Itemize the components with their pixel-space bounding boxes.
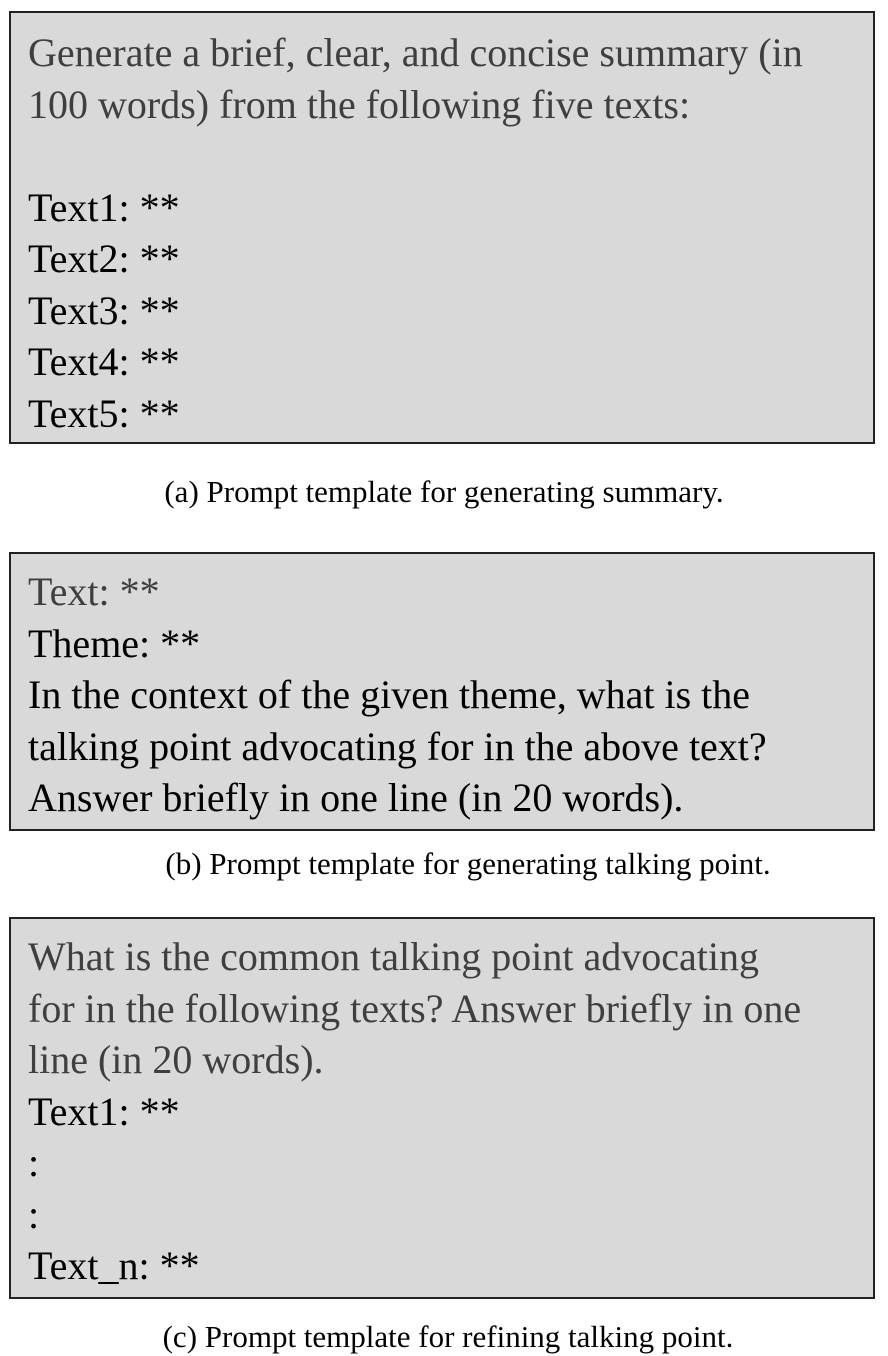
caption-a: (a) Prompt template for generating summa… [164, 474, 724, 509]
placeholder-line: Text1: ** [28, 1088, 180, 1134]
placeholder-line: Theme: ** [28, 620, 201, 666]
placeholder-line: Text1: ** [28, 184, 180, 230]
prompt-line: 100 words) from the following five texts… [28, 81, 691, 127]
prompt-line: for in the following texts? Answer brief… [28, 985, 802, 1031]
placeholder-line: Text3: ** [28, 287, 180, 333]
placeholder-line: Text: ** [28, 569, 160, 614]
prompt-line: In the context of the given theme, what … [28, 672, 751, 717]
prompt-line: talking point advocating for in the abov… [28, 723, 767, 769]
placeholder-line: Text2: ** [28, 236, 180, 281]
ellipsis-line: : [28, 1140, 40, 1185]
talking-point-prompt-box: Text: ** Theme: ** In the context of the… [9, 552, 875, 831]
prompt-line: What is the common talking point advocat… [28, 934, 759, 979]
prompt-line: Generate a brief, clear, and concise sum… [28, 30, 803, 75]
caption-c: (c) Prompt template for refining talking… [162, 1319, 734, 1354]
caption-b: (b) Prompt template for generating talki… [165, 846, 771, 881]
placeholder-line: Text_n: ** [28, 1243, 200, 1288]
blank-line [28, 130, 857, 182]
placeholder-line: Text5: ** [28, 390, 180, 436]
ellipsis-line: : [28, 1191, 40, 1237]
summary-prompt-box: Generate a brief, clear, and concise sum… [9, 11, 875, 444]
prompt-line: line (in 20 words). [28, 1037, 324, 1082]
placeholder-line: Text4: ** [28, 339, 180, 384]
refine-prompt-box: What is the common talking point advocat… [9, 917, 875, 1299]
prompt-line: Answer briefly in one line (in 20 words)… [28, 775, 684, 820]
